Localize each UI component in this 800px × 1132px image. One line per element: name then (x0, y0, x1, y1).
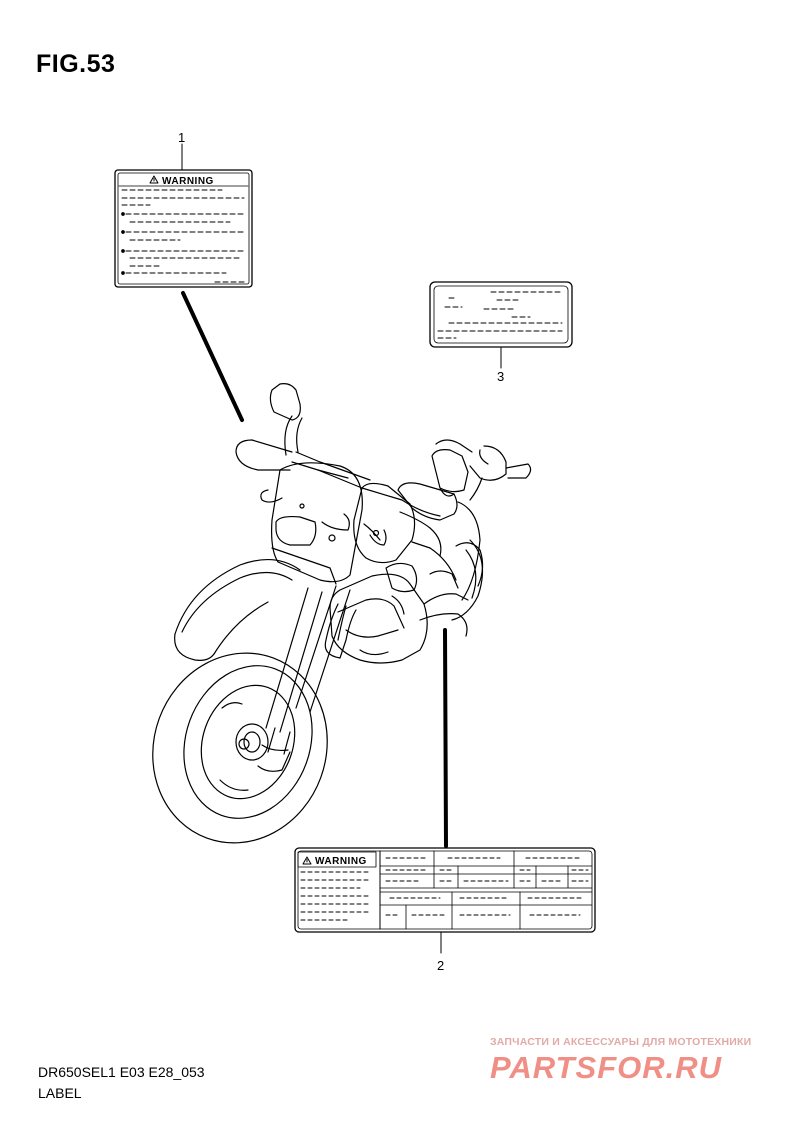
label-2-decal[interactable] (294, 847, 596, 954)
label-1-decal[interactable] (114, 143, 253, 288)
label-2-warning-header: WARNING (315, 856, 367, 867)
callout-1: 1 (178, 130, 185, 145)
callout-3: 3 (497, 369, 504, 384)
model-code: DR650SEL1 E03 E28_053 (38, 1064, 205, 1080)
label-1-leader (181, 291, 244, 422)
figure-title: FIG.53 (36, 50, 116, 78)
watermark-tagline: ЗАПЧАСТИ И АКСЕССУАРЫ ДЛЯ МОТОТЕХНИКИ (490, 1036, 752, 1048)
warning-triangle-icon (149, 175, 159, 184)
watermark-brand: PARTSFOR.RU (490, 1050, 723, 1085)
motorcycle-illustration (152, 383, 532, 844)
label-2-leader (443, 628, 448, 848)
label-3-decal[interactable] (429, 281, 573, 369)
label-1-warning-header: WARNING (162, 176, 214, 187)
warning-triangle-icon (302, 856, 312, 865)
callout-2: 2 (437, 958, 444, 973)
section-label: LABEL (38, 1085, 82, 1101)
